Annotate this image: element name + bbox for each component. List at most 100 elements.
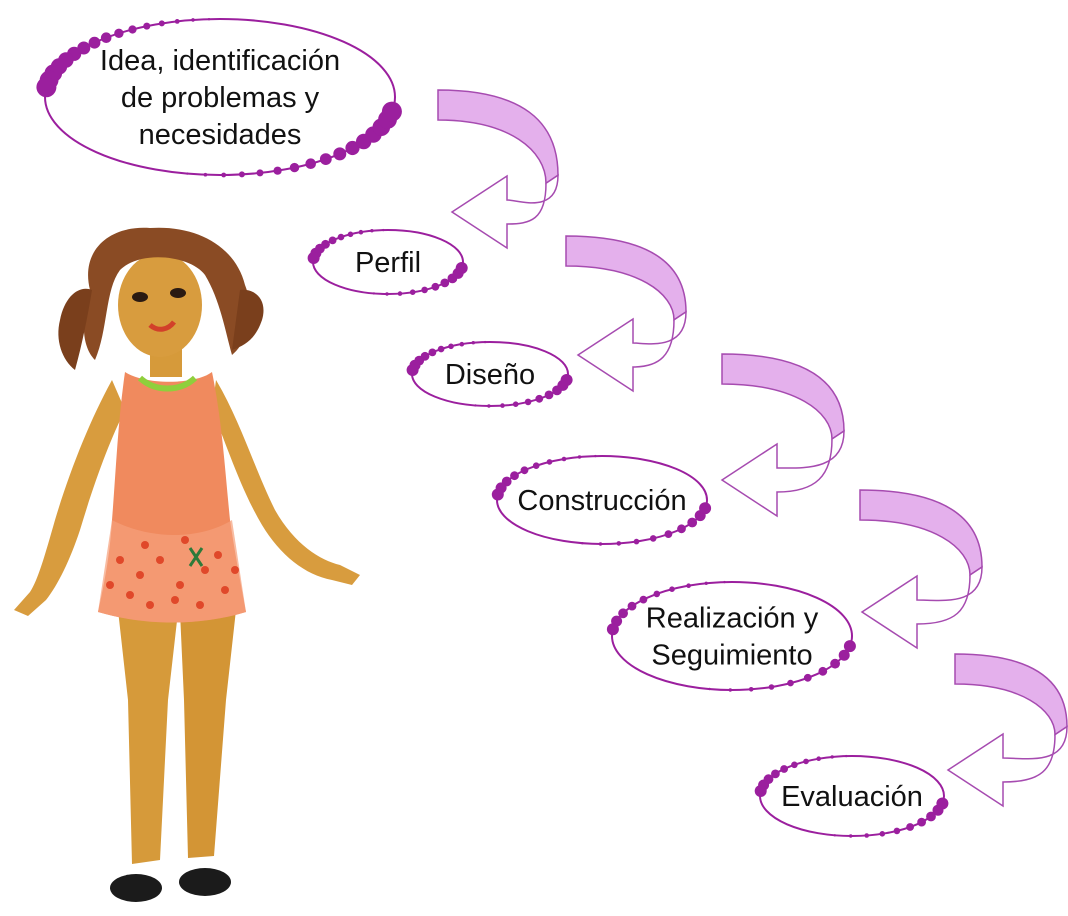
step-label-line: Diseño <box>445 359 535 391</box>
accent-dot <box>174 19 180 24</box>
accent-dot <box>816 756 821 761</box>
accent-dot <box>333 147 347 161</box>
accent-dot <box>618 608 628 619</box>
step-label-line: Perfil <box>355 247 421 279</box>
accent-dot <box>754 785 767 797</box>
accent-dot <box>704 581 708 585</box>
right-arm <box>212 380 360 585</box>
accent-dot <box>879 831 886 837</box>
step-3: Diseño <box>406 340 573 408</box>
accent-dot <box>203 172 208 177</box>
accent-dot <box>830 755 834 759</box>
accent-dot <box>906 823 914 831</box>
accent-dot <box>833 834 836 837</box>
accent-dot <box>382 228 385 232</box>
accent-dot <box>238 171 245 178</box>
accent-dot <box>372 292 376 295</box>
left-leg <box>118 610 178 864</box>
accent-dot <box>397 291 403 296</box>
accent-dot <box>748 687 754 692</box>
accent-dot <box>787 679 794 687</box>
accent-dot <box>627 601 637 611</box>
accent-dot <box>431 282 440 291</box>
hair <box>83 227 251 360</box>
accent-dot <box>830 658 840 669</box>
step-label-line: Idea, identificación <box>100 45 340 77</box>
accent-dot <box>633 538 640 545</box>
girl-illustration <box>14 227 360 902</box>
accent-dot <box>289 162 300 173</box>
accent-dot <box>532 462 540 470</box>
accent-dot <box>561 456 567 462</box>
step-6: Evaluación <box>754 754 949 838</box>
step-label-line: Seguimiento <box>651 640 812 672</box>
connector-arrows <box>437 89 1068 808</box>
accent-dot <box>370 229 374 233</box>
right-shoe <box>179 868 231 896</box>
right-leg <box>180 610 236 858</box>
accent-dot <box>560 374 573 386</box>
accent-dot <box>158 20 165 27</box>
accent-dot <box>471 341 475 345</box>
accent-dot <box>803 673 812 682</box>
accent-dot <box>639 595 648 604</box>
accent-dot <box>491 488 504 501</box>
accent-dot <box>686 583 691 588</box>
accent-dot <box>421 286 428 294</box>
step-label-line: Construcción <box>517 485 686 517</box>
accent-dot <box>100 32 112 43</box>
accent-dot <box>616 541 622 546</box>
accent-dot <box>381 101 402 122</box>
accent-dot <box>838 649 850 661</box>
accent-dot <box>936 797 949 810</box>
step-label-line: Evaluación <box>781 781 923 813</box>
accent-dot <box>771 769 780 779</box>
accent-dot <box>664 530 673 538</box>
dress-flowers <box>106 536 239 609</box>
accent-dot <box>893 827 901 835</box>
accent-dot <box>186 172 189 175</box>
accent-dot <box>455 262 468 274</box>
accent-dot <box>520 466 529 475</box>
curved-arrow-2 <box>565 235 687 393</box>
accent-dot <box>598 542 603 546</box>
accent-dot <box>524 398 532 406</box>
accent-dot <box>143 22 151 30</box>
accent-dot <box>546 459 553 465</box>
accent-dot <box>207 18 211 21</box>
accent-dot <box>440 278 450 288</box>
curved-arrow-5 <box>946 653 1068 808</box>
accent-dot <box>128 25 137 34</box>
accent-dot <box>849 834 853 838</box>
accent-dot <box>459 341 465 347</box>
step-2: Perfil <box>307 228 468 296</box>
accent-dot <box>723 580 726 584</box>
accent-dot <box>474 404 477 407</box>
accent-dot <box>500 403 505 408</box>
accent-dot <box>256 169 264 177</box>
accent-dot <box>347 231 354 238</box>
accent-dot <box>728 688 732 692</box>
left-arm <box>14 380 125 616</box>
accent-dot <box>406 364 419 376</box>
accent-dot <box>687 517 698 528</box>
accent-dot <box>699 502 712 515</box>
accent-dot <box>88 36 101 49</box>
accent-dot <box>221 172 227 178</box>
accent-dot <box>803 758 809 765</box>
accent-dot <box>606 623 619 636</box>
accent-dot <box>845 754 848 758</box>
accent-dot <box>669 586 675 592</box>
accent-dot <box>768 684 775 690</box>
step-4: Construcción <box>491 454 712 546</box>
accent-dot <box>36 77 57 98</box>
step-oval <box>611 581 853 691</box>
accent-dot <box>273 166 282 175</box>
accent-dot <box>843 640 856 653</box>
accent-dot <box>594 454 597 458</box>
accent-dot <box>448 343 454 350</box>
